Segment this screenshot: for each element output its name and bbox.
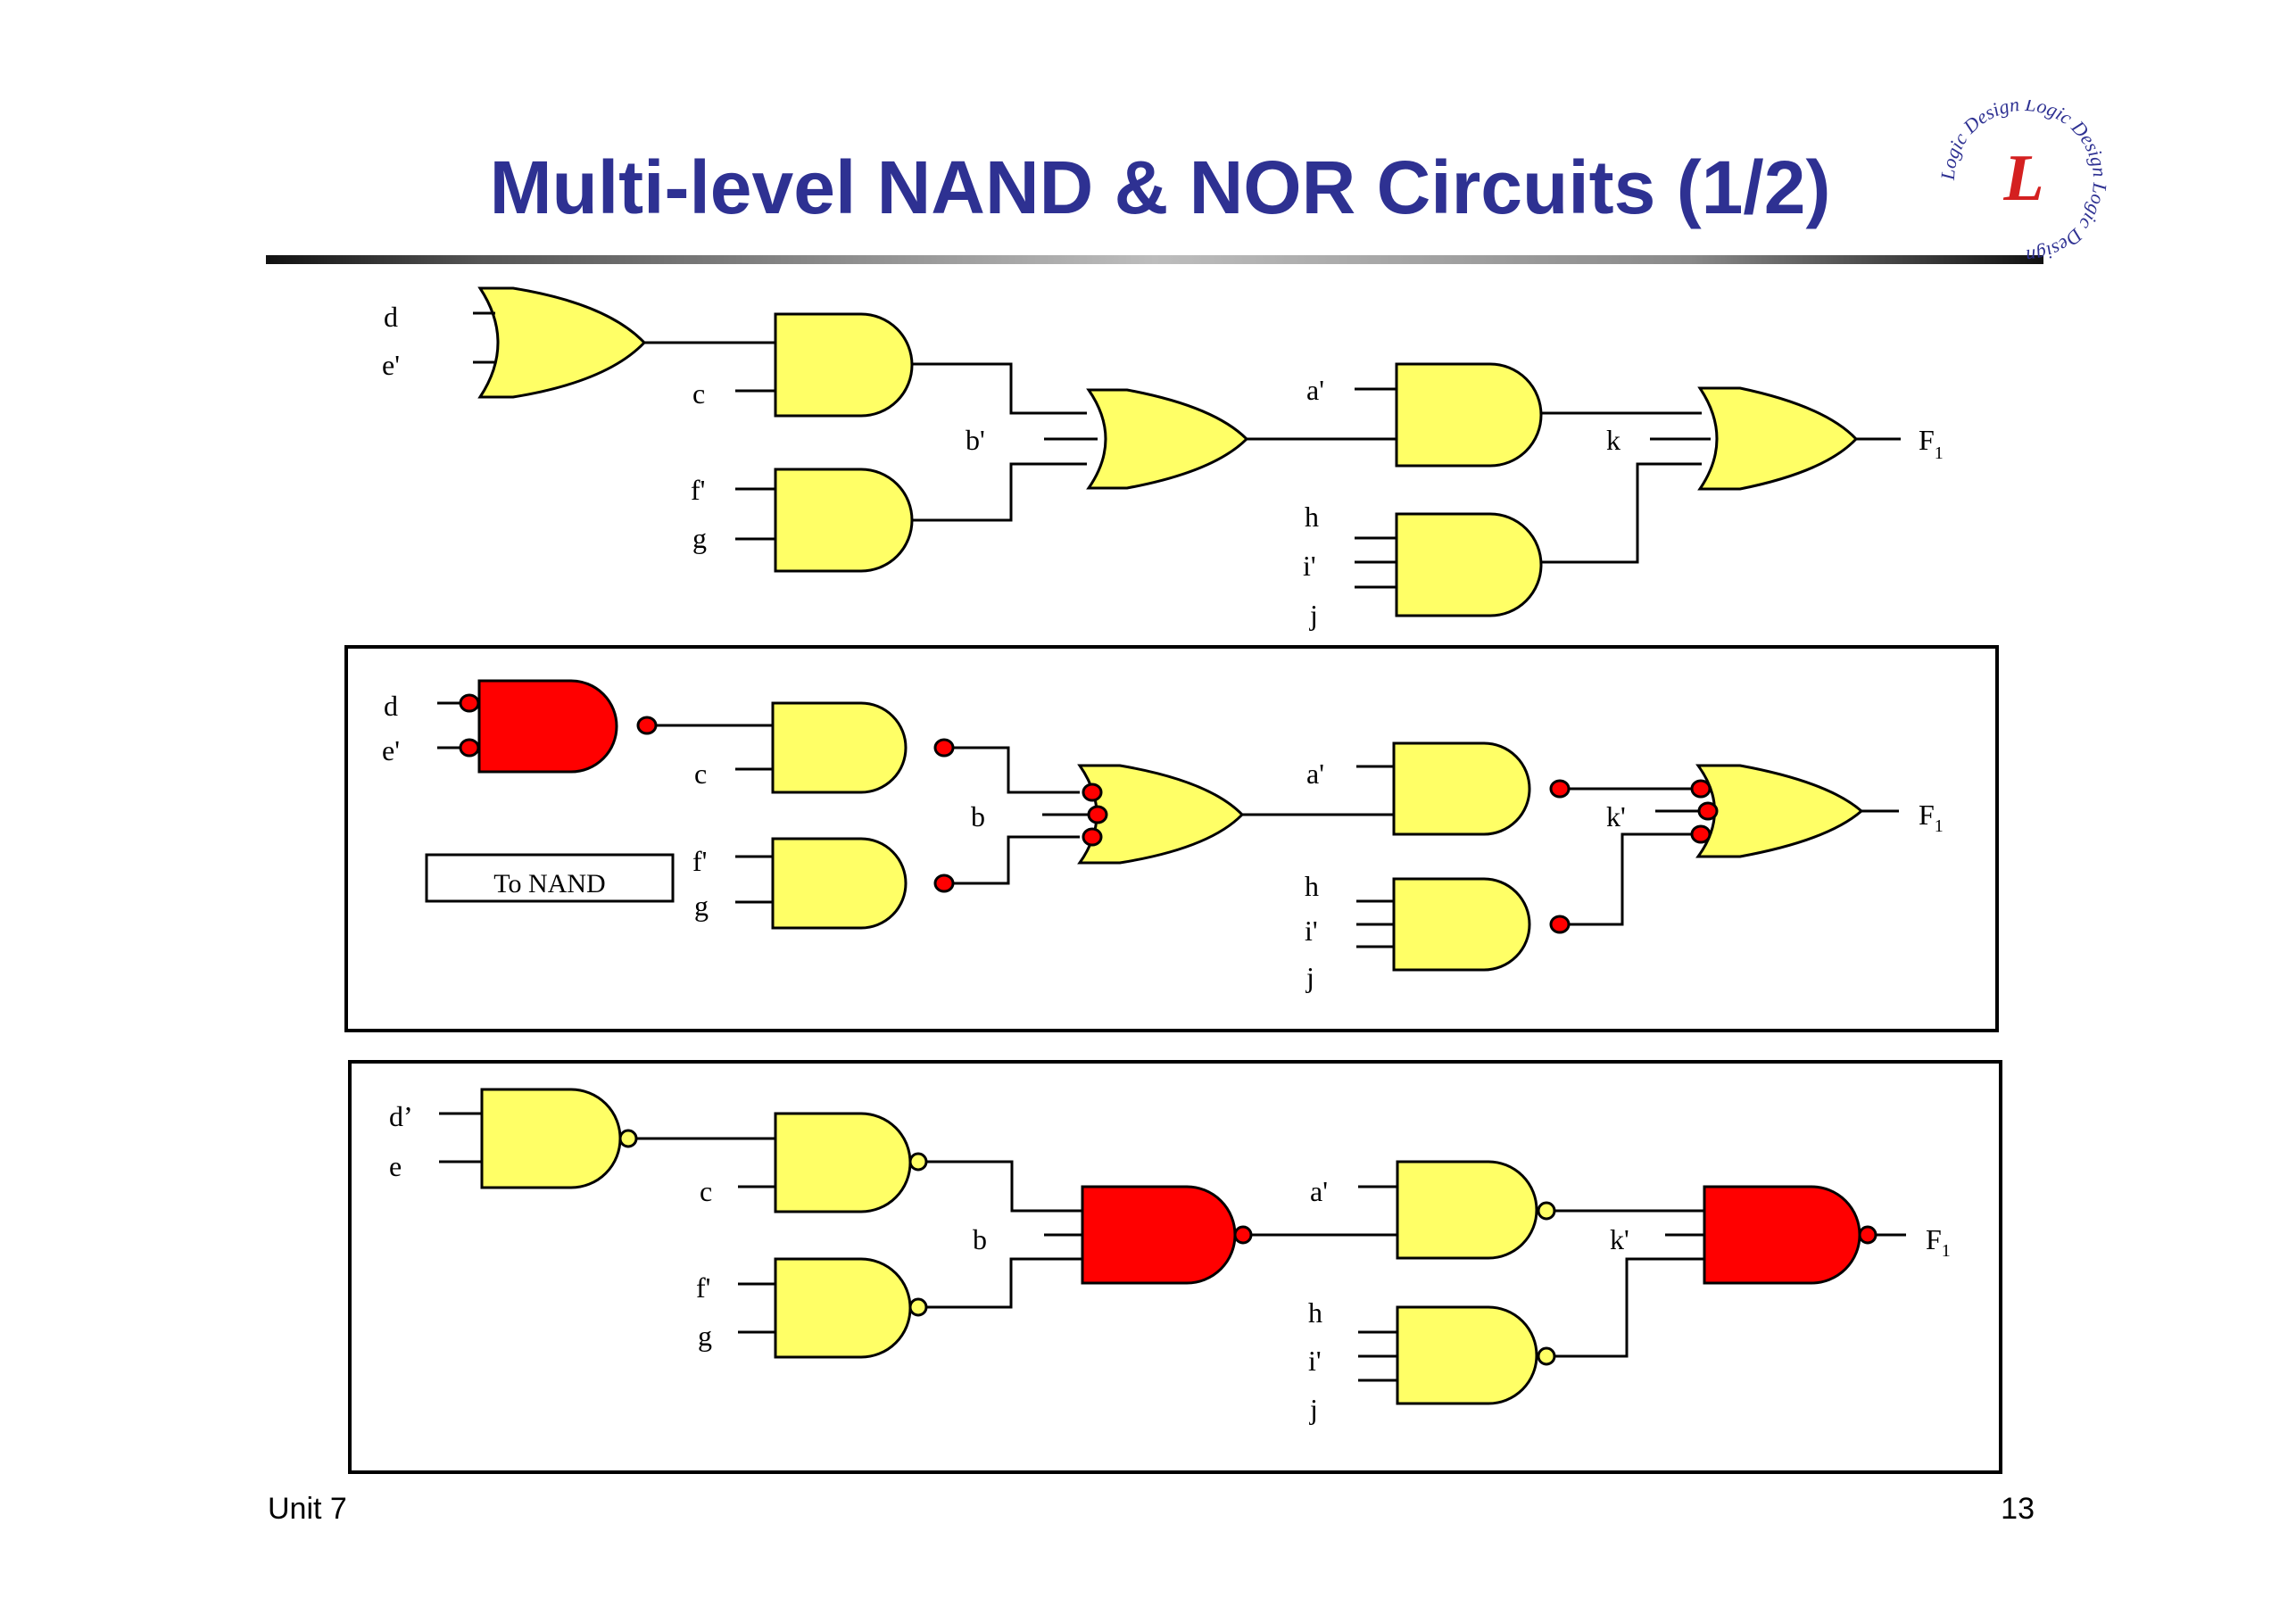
- bubble-red: [1690, 779, 1712, 799]
- label-f: f': [696, 1271, 710, 1304]
- nand-gate-g3: [771, 837, 908, 930]
- bubble-red: [1697, 801, 1719, 821]
- label-g: g: [694, 890, 709, 922]
- or-gate-g1: [477, 286, 647, 399]
- bubble-red: [1082, 783, 1103, 802]
- red-nand-gate-g7: [1703, 1185, 1861, 1285]
- bubble-red: [1549, 779, 1571, 799]
- footer-unit: Unit 7: [268, 1492, 347, 1526]
- label-f: f': [692, 845, 707, 877]
- bubble-red: [459, 738, 480, 758]
- and-gate-g6: [1395, 512, 1543, 617]
- panel-2-border: [344, 645, 1999, 1032]
- logo-letter: L: [2002, 142, 2043, 215]
- label-h: h: [1305, 870, 1319, 902]
- nand-gate-g1: [480, 1088, 622, 1189]
- nand-gate-g5: [1392, 741, 1531, 836]
- label-c: c: [694, 758, 707, 790]
- page-number: 13: [2001, 1492, 2035, 1526]
- label-h: h: [1308, 1296, 1322, 1329]
- label-e: e: [389, 1150, 402, 1182]
- label-a: a': [1310, 1175, 1328, 1207]
- label-output: F1: [1926, 1223, 1951, 1261]
- label-f: f': [691, 474, 705, 506]
- label-output: F1: [1919, 799, 1944, 836]
- and-gate-g3: [774, 468, 914, 573]
- nand-gate-g6: [1396, 1305, 1538, 1405]
- red-and-gate-g1: [477, 679, 618, 774]
- label-b: b': [966, 424, 985, 456]
- title-divider: [266, 255, 2043, 264]
- or-gate-g7: [1695, 764, 1864, 858]
- label-i: i': [1308, 1345, 1322, 1377]
- label-d: d’: [389, 1100, 413, 1132]
- label-e: e': [382, 734, 400, 766]
- label-i: i': [1305, 915, 1318, 947]
- label-k: k': [1606, 800, 1626, 832]
- label-c: c: [692, 377, 705, 410]
- bubble-yellow: [1537, 1201, 1556, 1221]
- label-g: g: [692, 522, 707, 554]
- panel-original-labels: d e' c b' f' g a' k h i' j F1: [382, 301, 1944, 631]
- panel-3-border: [348, 1060, 2002, 1474]
- red-nand-gate-g4: [1081, 1185, 1237, 1285]
- label-a: a': [1306, 374, 1324, 406]
- label-j: j: [1309, 1393, 1318, 1425]
- panel-bubbled-labels: d e' c b f' g To NAND a' k' h i' j F1: [382, 690, 1944, 993]
- bubble-red: [1087, 805, 1108, 824]
- label-g: g: [698, 1320, 712, 1352]
- panel-nand: [439, 1088, 1906, 1405]
- bubble-red: [933, 874, 955, 893]
- bubble-red: [1858, 1225, 1877, 1245]
- label-c: c: [700, 1175, 712, 1207]
- bubble-red: [1549, 915, 1571, 934]
- label-i: i': [1303, 550, 1316, 582]
- and-gate-g2: [774, 312, 914, 418]
- or-gate-g7: [1697, 386, 1859, 491]
- label-a: a': [1306, 758, 1324, 790]
- to-nand-box: [425, 853, 675, 903]
- label-j: j: [1305, 961, 1314, 993]
- nand-gate-g2: [771, 701, 908, 794]
- or-gate-g4: [1086, 388, 1249, 490]
- bubble-red: [636, 716, 658, 735]
- label-d: d: [384, 301, 398, 333]
- bubble-red: [1690, 824, 1712, 844]
- label-output: F1: [1919, 424, 1944, 463]
- panel-original: [473, 286, 1901, 617]
- label-b: b: [973, 1223, 987, 1255]
- nand-gate-g5: [1396, 1160, 1538, 1260]
- logic-design-logo: Logic Design Logic Design Logic Design L: [1936, 100, 2111, 261]
- label-b: b: [971, 800, 985, 832]
- to-nand-label: To NAND: [493, 869, 605, 898]
- nand-gate-g3: [774, 1257, 912, 1359]
- panel-nand-labels: d’ e c b f' g a' k' h i' j F1: [389, 1100, 1951, 1425]
- nand-gate-g6: [1392, 877, 1531, 972]
- label-h: h: [1305, 501, 1319, 533]
- bubble-yellow: [618, 1129, 638, 1148]
- label-e: e': [382, 349, 400, 381]
- label-k: k: [1606, 424, 1620, 456]
- bubble-yellow: [908, 1152, 928, 1172]
- panel-bubbled: [425, 679, 1899, 972]
- slide-title: Multi-level NAND & NOR Circuits (1/2): [489, 145, 1831, 229]
- bubble-red: [459, 693, 480, 713]
- bubble-yellow: [908, 1297, 928, 1317]
- bubble-red: [1082, 827, 1103, 847]
- and-gate-g5: [1395, 362, 1543, 468]
- bubble-red: [933, 738, 955, 758]
- label-k: k': [1610, 1223, 1629, 1255]
- label-j: j: [1309, 599, 1318, 631]
- label-d: d: [384, 690, 398, 722]
- bubble-yellow: [1537, 1346, 1556, 1366]
- bubble-red: [1233, 1225, 1253, 1245]
- nand-gate-g2: [774, 1112, 912, 1213]
